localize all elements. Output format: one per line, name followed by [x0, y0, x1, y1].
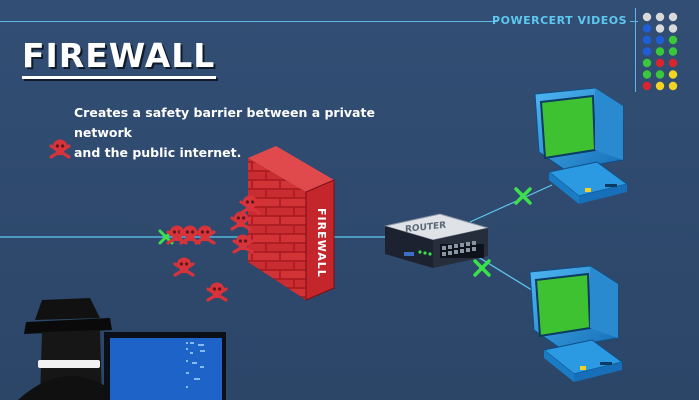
brand-divider [635, 8, 636, 92]
description-line-1: Creates a safety barrier between a priva… [74, 105, 375, 140]
title-underline [22, 76, 216, 79]
grid-dot [642, 35, 652, 45]
grid-dot [668, 70, 678, 79]
grid-dot [668, 12, 678, 22]
link-pc1 [469, 184, 553, 223]
top-rule-right [630, 21, 638, 22]
router-label: ROUTER [405, 221, 446, 235]
skull-crossbones-icon [179, 223, 201, 245]
grid-dot [655, 47, 665, 56]
grid-dot [655, 12, 665, 22]
decorative-dot-grid [642, 12, 678, 91]
skull-crossbones-icon [173, 255, 195, 277]
grid-dot [655, 35, 665, 45]
router-ports [440, 241, 484, 258]
skull-crossbones-icon [49, 137, 71, 159]
grid-dot [642, 70, 652, 79]
grid-dot [668, 24, 678, 33]
connection-marker-pc2 [473, 259, 491, 277]
grid-dot [642, 24, 652, 33]
grid-dot [642, 81, 652, 91]
description-line-2: and the public internet. [74, 145, 242, 160]
skull-crossbones-icon [230, 209, 252, 231]
skull-crossbones-icon [194, 223, 216, 245]
grid-dot [642, 58, 652, 68]
brick-wall-icon [248, 146, 335, 301]
skull-crossbones-icon [206, 280, 228, 302]
connection-marker-pc1 [514, 187, 532, 205]
grid-dot [668, 81, 678, 91]
hacker-icon [18, 298, 125, 400]
brand-label: POWERCERT VIDEOS [492, 14, 627, 27]
grid-dot [655, 81, 665, 91]
grid-dot [655, 24, 665, 33]
screen-icon [104, 332, 226, 400]
wall-label: FIREWALL [315, 208, 328, 278]
description: Creates a safety barrier between a priva… [74, 103, 434, 163]
grid-dot [655, 70, 665, 79]
grid-dot [642, 12, 652, 22]
computer-icon [529, 265, 623, 383]
page-title: FIREWALL [22, 36, 216, 75]
grid-dot [655, 58, 665, 68]
grid-dot [668, 58, 678, 68]
grid-dot [668, 47, 678, 56]
router-icon [384, 213, 489, 268]
top-rule [0, 21, 498, 22]
grid-dot [642, 47, 652, 56]
grid-dot [668, 35, 678, 45]
